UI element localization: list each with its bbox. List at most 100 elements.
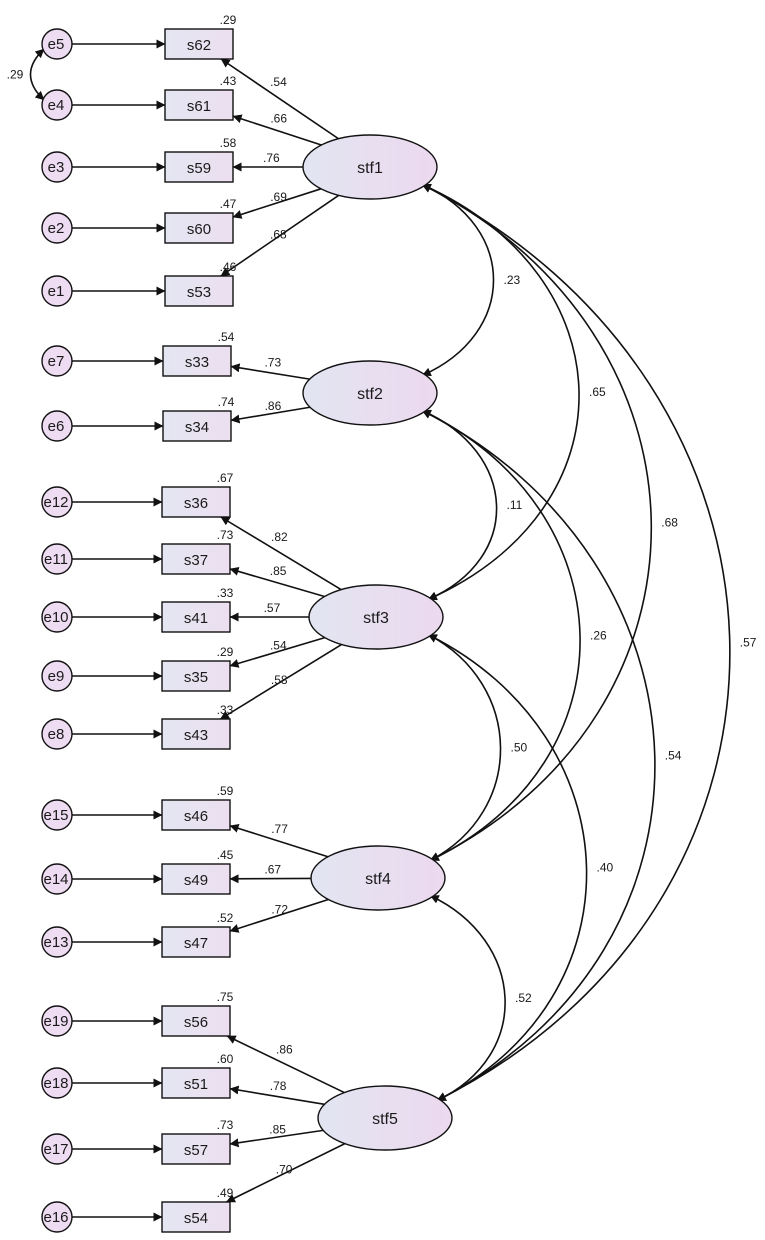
loading-path-s33	[230, 363, 310, 380]
loading-path-s54	[226, 1142, 346, 1203]
loading-label-s34: .86	[265, 399, 282, 413]
r2-label-s62: .29	[220, 13, 237, 27]
correlation-stf4-stf5	[429, 894, 506, 1102]
observed-node-s62	[164, 28, 234, 60]
r2-label-s41: .33	[217, 586, 234, 600]
error-label-e6: e6	[48, 418, 65, 435]
observed-node-s49	[161, 863, 231, 895]
loading-label-s33: .73	[264, 356, 281, 370]
error-label-e19: e19	[43, 1013, 68, 1030]
observed-node-s47	[161, 926, 231, 958]
observed-label-s61: s61	[187, 98, 211, 115]
loading-label-s36: .82	[271, 530, 288, 544]
r2-label-s59: .58	[220, 136, 237, 150]
r2-label-s54: .49	[217, 1186, 234, 1200]
loading-label-s49: .67	[264, 863, 281, 877]
r2-label-s61: .43	[220, 74, 237, 88]
correlation-label-stf1-stf3: .65	[589, 385, 606, 399]
loading-label-s54: .70	[276, 1163, 293, 1177]
loading-path-s56	[226, 1035, 345, 1094]
error-label-e17: e17	[43, 1141, 68, 1158]
latent-node-stf2	[302, 360, 438, 426]
paths-layer	[29, 39, 731, 1222]
loading-path-s46	[229, 824, 329, 858]
observed-label-s59: s59	[187, 160, 211, 177]
r2-label-s57: .73	[217, 1118, 234, 1132]
correlation-label-stf1-stf4: .68	[661, 516, 678, 530]
observed-label-s57: s57	[184, 1142, 208, 1159]
r2-label-s49: .45	[217, 848, 234, 862]
r2-label-s37: .73	[217, 528, 234, 542]
observed-label-s37: s37	[184, 552, 208, 569]
loading-label-s37: .85	[270, 564, 287, 578]
error-label-e9: e9	[48, 668, 65, 685]
observed-label-s54: s54	[184, 1210, 208, 1227]
error-label-e18: e18	[43, 1075, 68, 1092]
correlation-label-stf2-stf4: .26	[590, 629, 607, 643]
latent-label-stf3: stf3	[363, 610, 389, 627]
error-label-e10: e10	[43, 609, 68, 626]
observed-label-s49: s49	[184, 872, 208, 889]
latent-node-stf5	[317, 1085, 453, 1151]
r2-label-s47: .52	[217, 911, 234, 925]
correlation-label-stf3-stf5: .40	[597, 861, 614, 875]
error-label-e3: e3	[48, 159, 65, 176]
error-node-e18	[41, 1067, 73, 1099]
observed-node-s57	[161, 1133, 231, 1165]
correlation-label-stf2-stf5: .54	[665, 749, 682, 763]
error-node-e16	[41, 1201, 73, 1233]
error-covariance-label-e5-e4: .29	[7, 68, 24, 82]
observed-node-s54	[161, 1201, 231, 1233]
latent-label-stf2: stf2	[357, 386, 383, 403]
observed-label-s62: s62	[187, 37, 211, 54]
error-node-e6	[41, 410, 73, 442]
correlation-label-stf1-stf5: .57	[740, 636, 757, 650]
loading-path-s51	[229, 1085, 325, 1106]
observed-node-s33	[162, 345, 232, 377]
loading-path-s34	[230, 406, 311, 424]
error-label-e2: e2	[48, 220, 65, 237]
observed-label-s47: s47	[184, 935, 208, 952]
observed-label-s46: s46	[184, 808, 208, 825]
error-node-e4	[41, 89, 73, 121]
r2-label-s60: .47	[220, 197, 237, 211]
loading-path-s60	[232, 188, 322, 219]
loading-path-s36	[220, 516, 342, 591]
observed-label-s60: s60	[187, 221, 211, 238]
correlation-stf1-stf4	[421, 183, 653, 862]
error-node-e7	[41, 345, 73, 377]
r2-label-s51: .60	[217, 1052, 234, 1066]
latent-label-stf4: stf4	[365, 871, 391, 888]
error-label-e15: e15	[43, 807, 68, 824]
loading-label-s62: .54	[270, 75, 287, 89]
r2-label-s35: .29	[217, 645, 234, 659]
error-node-e9	[41, 660, 73, 692]
error-label-e11: e11	[44, 551, 68, 568]
loading-label-s59: .76	[263, 151, 280, 165]
r2-label-s33: .54	[218, 330, 235, 344]
latent-label-stf5: stf5	[372, 1111, 398, 1128]
observed-node-s59	[164, 151, 234, 183]
correlation-stf3-stf5	[427, 633, 588, 1102]
loading-label-s35: .54	[270, 639, 287, 653]
loading-label-s41: .57	[264, 601, 281, 615]
latent-node-stf1	[302, 134, 438, 200]
correlation-label-stf2-stf3: .11	[507, 498, 523, 512]
error-label-e13: e13	[43, 934, 68, 951]
correlation-stf1-stf2	[421, 183, 495, 377]
observed-label-s53: s53	[187, 284, 211, 301]
loading-label-s53: .68	[270, 228, 287, 242]
observed-node-s46	[161, 799, 231, 831]
error-label-e1: e1	[48, 283, 65, 300]
error-node-e17	[41, 1133, 73, 1165]
loading-path-s35	[229, 636, 326, 668]
correlation-stf3-stf4	[427, 633, 502, 862]
r2-label-s36: .67	[217, 471, 234, 485]
loading-label-s61: .66	[270, 112, 287, 126]
loading-label-s51: .78	[270, 1079, 287, 1093]
loading-label-s57: .85	[269, 1123, 286, 1137]
observed-label-s43: s43	[184, 727, 208, 744]
loading-path-s53	[220, 194, 340, 277]
